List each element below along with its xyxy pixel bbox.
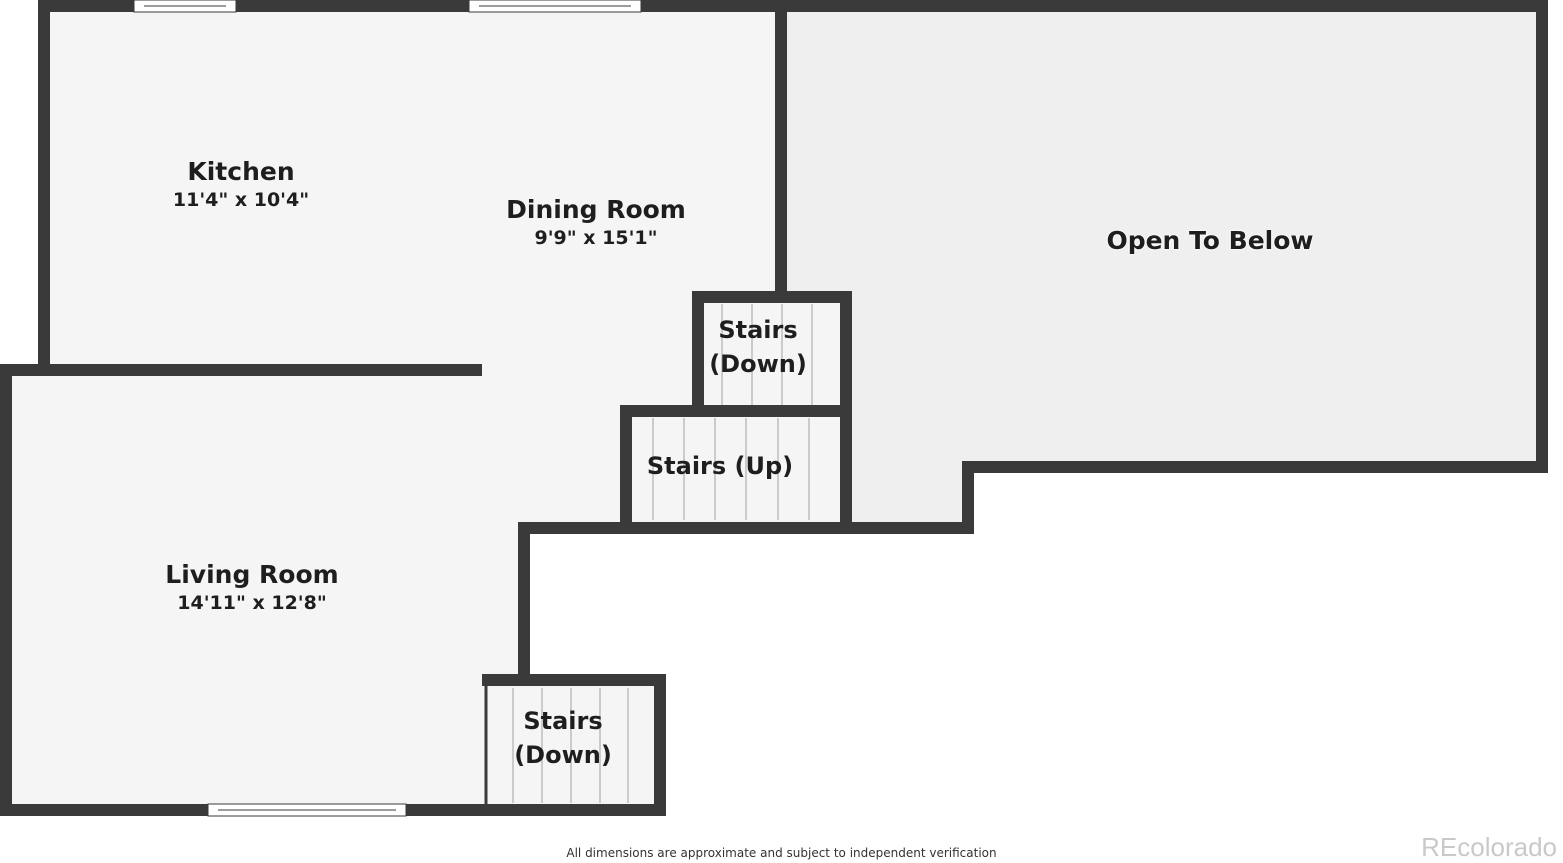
stairs-down-lower-treads bbox=[512, 688, 629, 803]
stairs-down-upper-label: Stairs (Down) bbox=[698, 313, 818, 381]
living-room-label: Living Room 14'11" x 12'8" bbox=[132, 560, 372, 616]
stairs-down-upper-line1: Stairs bbox=[718, 316, 798, 344]
open-to-below-area bbox=[781, 6, 1542, 528]
living-room-dimensions: 14'11" x 12'8" bbox=[177, 592, 327, 614]
window-kitchen bbox=[133, 0, 237, 13]
stairs-up-label: Stairs (Up) bbox=[630, 449, 810, 483]
stairs-down-lower-line2: (Down) bbox=[514, 741, 612, 769]
dining-room-label: Dining Room 9'9" x 15'1" bbox=[486, 195, 706, 251]
kitchen-dimensions: 11'4" x 10'4" bbox=[172, 189, 310, 211]
window-living bbox=[207, 803, 407, 817]
stairs-down-lower-line1: Stairs bbox=[523, 707, 603, 735]
dining-room-name: Dining Room bbox=[506, 195, 686, 224]
window-dining bbox=[468, 0, 642, 13]
kitchen-name: Kitchen bbox=[187, 157, 295, 186]
stairs-down-lower-label: Stairs (Down) bbox=[503, 704, 623, 772]
kitchen-label: Kitchen 11'4" x 10'4" bbox=[141, 157, 341, 213]
main-floor-area bbox=[6, 6, 846, 810]
stairs-up-name: Stairs (Up) bbox=[646, 452, 794, 480]
stairs-up-treads bbox=[652, 418, 810, 520]
open-to-below-label: Open To Below bbox=[1060, 226, 1360, 256]
recolorado-watermark: REcolorado bbox=[1421, 832, 1557, 862]
open-to-below-name: Open To Below bbox=[1106, 226, 1314, 255]
stairs-down-upper-treads bbox=[721, 304, 813, 405]
dimensions-disclaimer: All dimensions are approximate and subje… bbox=[566, 846, 997, 860]
living-room-name: Living Room bbox=[165, 560, 339, 589]
dining-room-dimensions: 9'9" x 15'1" bbox=[534, 227, 658, 249]
stairs-down-upper-line2: (Down) bbox=[709, 350, 807, 378]
walls bbox=[0, 0, 1548, 816]
